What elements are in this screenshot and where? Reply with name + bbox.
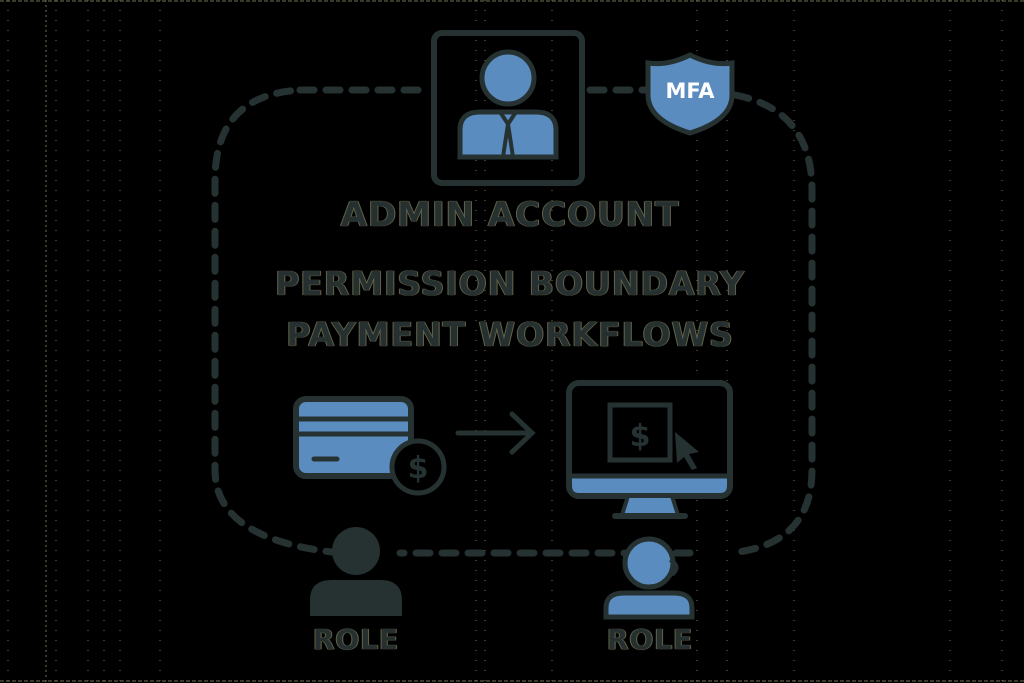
arrow-right-icon xyxy=(455,411,536,455)
mfa-badge-text: MFA xyxy=(665,79,715,103)
mfa-shield-icon[interactable]: MFA xyxy=(645,52,735,136)
admin-user-icon[interactable] xyxy=(431,30,585,186)
user-icon[interactable] xyxy=(310,527,402,616)
payment-workflows-label: PAYMENT WORKFLOWS xyxy=(286,315,734,354)
admin-account-title: ADMIN ACCOUNT xyxy=(340,195,680,235)
permission-boundary-label: PERMISSION BOUNDARY xyxy=(275,264,745,303)
role-label-2: ROLE xyxy=(606,623,694,656)
permission-boundary-outline xyxy=(211,86,816,557)
svg-text:$: $ xyxy=(408,451,429,486)
support-agent-icon[interactable] xyxy=(603,536,695,620)
monitor-payment-icon[interactable]: $ xyxy=(566,380,733,519)
svg-text:$: $ xyxy=(630,419,651,454)
role-label-1: ROLE xyxy=(312,623,400,656)
credit-card-dollar-icon[interactable]: $ xyxy=(293,396,447,496)
